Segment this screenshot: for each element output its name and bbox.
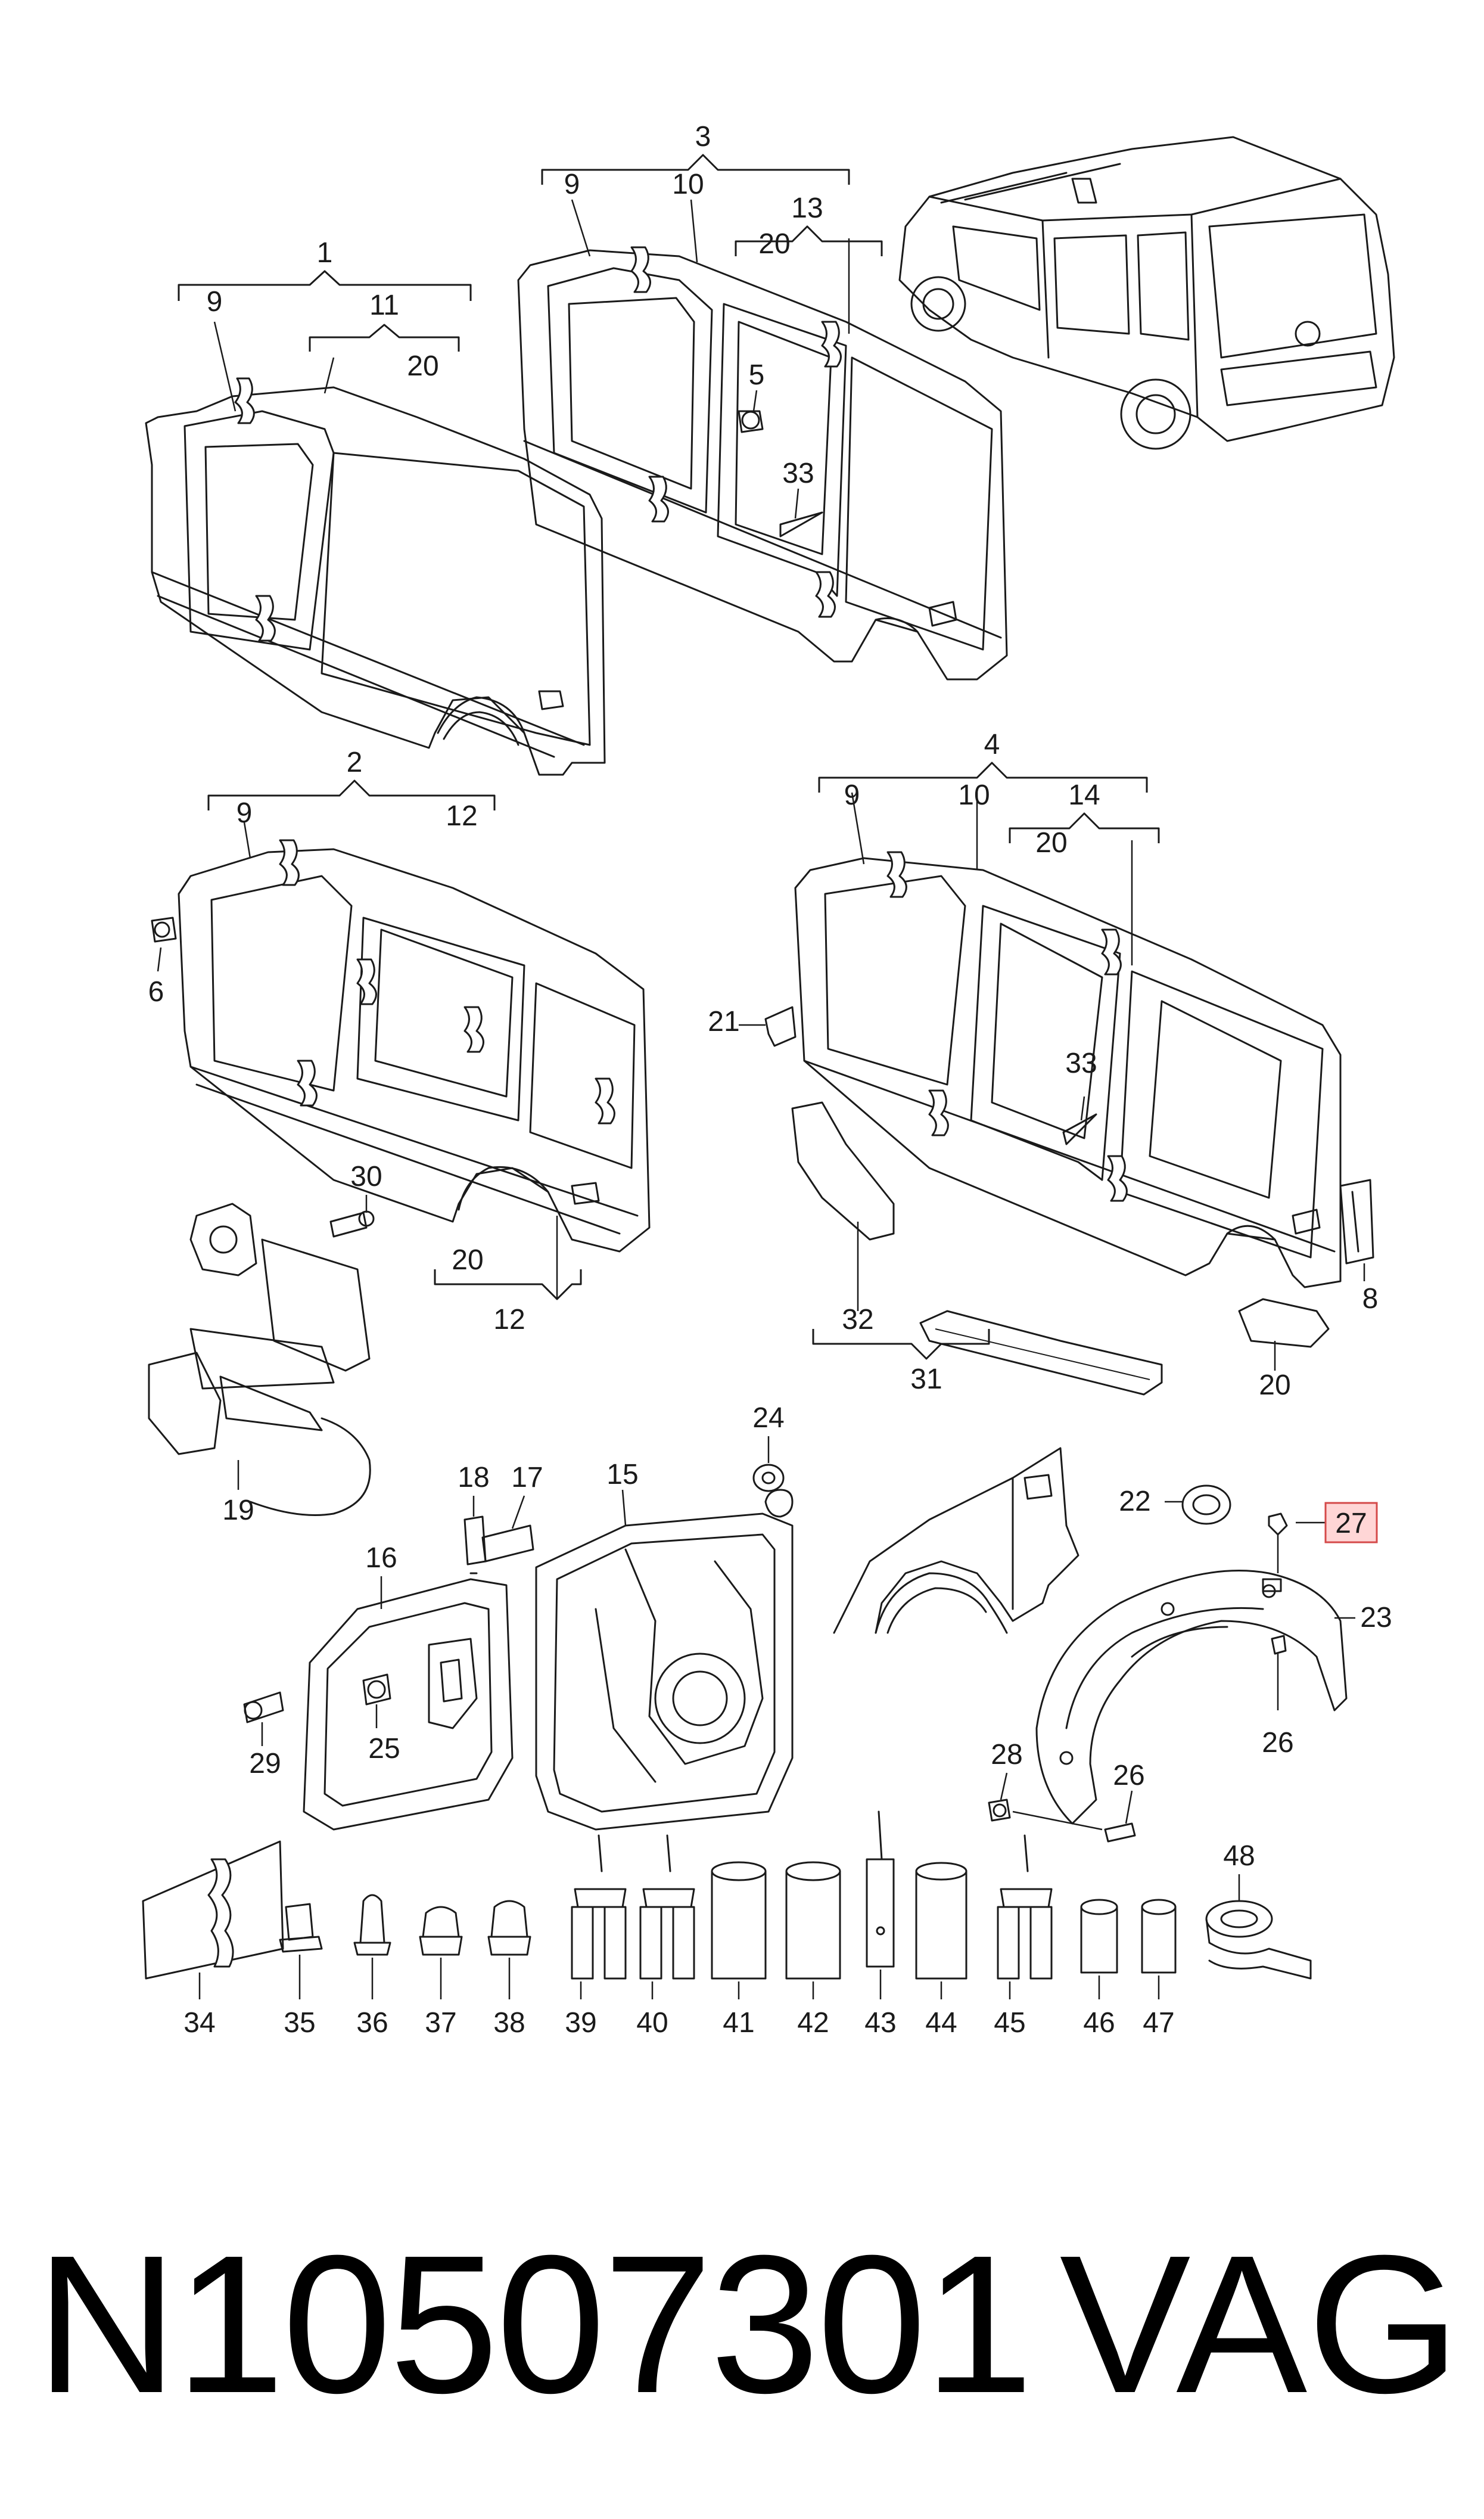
callout-20: 20 bbox=[452, 1244, 483, 1276]
callout-33: 33 bbox=[1065, 1048, 1097, 1079]
callout-34: 34 bbox=[183, 2007, 215, 2039]
callout-30: 30 bbox=[350, 1161, 382, 1192]
fuel-flap-lock-assembly bbox=[148, 1195, 375, 1516]
callout-19: 19 bbox=[222, 1495, 254, 1526]
highlight-box-27 bbox=[1324, 1502, 1378, 1543]
side-panel-assembly-1 bbox=[145, 270, 606, 776]
side-panel-assembly-4 bbox=[739, 762, 1374, 1396]
callout-27-highlighted[interactable]: 27 bbox=[1335, 1508, 1367, 1539]
callout-42: 42 bbox=[797, 2007, 829, 2039]
callout-35: 35 bbox=[284, 2007, 315, 2039]
wheel-housing-liner bbox=[988, 1484, 1378, 1843]
callout-6: 6 bbox=[148, 976, 164, 1008]
callout-18: 18 bbox=[458, 1462, 489, 1493]
exploded-parts-diagram: 1 9 11 20 3 9 10 13 20 5 33 bbox=[142, 121, 1395, 2039]
callout-20: 20 bbox=[758, 228, 790, 260]
callout-33: 33 bbox=[782, 458, 814, 489]
fuel-filler-housing bbox=[535, 1436, 794, 1831]
callout-39: 39 bbox=[565, 2007, 596, 2039]
callout-9: 9 bbox=[844, 779, 860, 811]
callout-16: 16 bbox=[365, 1542, 397, 1574]
callout-38: 38 bbox=[493, 2007, 525, 2039]
callout-20: 20 bbox=[407, 350, 438, 382]
callout-1: 1 bbox=[317, 237, 333, 269]
callout-31: 31 bbox=[910, 1363, 942, 1395]
callout-12: 12 bbox=[493, 1304, 525, 1335]
callout-45: 45 bbox=[994, 2007, 1025, 2039]
callout-9: 9 bbox=[207, 286, 223, 318]
callout-8: 8 bbox=[1362, 1283, 1379, 1315]
callout-26: 26 bbox=[1262, 1727, 1293, 1759]
callout-17: 17 bbox=[511, 1462, 543, 1493]
callout-4: 4 bbox=[984, 729, 1000, 760]
callout-25: 25 bbox=[368, 1733, 400, 1765]
callout-41: 41 bbox=[723, 2007, 754, 2039]
callout-2: 2 bbox=[347, 747, 363, 778]
callout-22: 22 bbox=[1119, 1486, 1150, 1517]
callout-20: 20 bbox=[1259, 1369, 1290, 1401]
side-panel-assembly-3 bbox=[517, 154, 1008, 681]
rear-wheel-arch-panel bbox=[833, 1447, 1079, 1634]
callout-29: 29 bbox=[249, 1748, 281, 1779]
callout-26: 26 bbox=[1113, 1760, 1144, 1791]
callout-24: 24 bbox=[752, 1402, 784, 1434]
vehicle-illustration bbox=[898, 136, 1395, 450]
footer: N10507301 VAG bbox=[0, 2205, 1484, 2461]
callout-44: 44 bbox=[925, 2007, 957, 2039]
callout-5: 5 bbox=[749, 359, 765, 391]
callout-37: 37 bbox=[425, 2007, 456, 2039]
callout-23: 23 bbox=[1360, 1602, 1392, 1633]
callout-9: 9 bbox=[564, 169, 580, 200]
callout-10: 10 bbox=[672, 169, 704, 200]
callout-32: 32 bbox=[842, 1304, 873, 1335]
callout-43: 43 bbox=[864, 2007, 896, 2039]
callout-40: 40 bbox=[636, 2007, 668, 2039]
callout-9: 9 bbox=[237, 797, 253, 829]
brand-label: VAG bbox=[1059, 2214, 1460, 2434]
callout-3: 3 bbox=[695, 121, 711, 153]
callout-28: 28 bbox=[991, 1739, 1022, 1771]
consumables-row bbox=[142, 1810, 1312, 1999]
callout-10: 10 bbox=[958, 779, 990, 811]
callout-46: 46 bbox=[1083, 2007, 1115, 2039]
callout-13: 13 bbox=[791, 192, 823, 224]
callout-21: 21 bbox=[708, 1006, 739, 1038]
callout-47: 47 bbox=[1143, 2007, 1174, 2039]
callout-20: 20 bbox=[1035, 827, 1067, 859]
callout-12: 12 bbox=[446, 800, 477, 832]
fuel-flap-assembly bbox=[243, 1495, 534, 1831]
callout-14: 14 bbox=[1068, 779, 1100, 811]
callout-36: 36 bbox=[356, 2007, 388, 2039]
part-number: N10507301 bbox=[36, 2214, 1034, 2434]
callout-11: 11 bbox=[369, 290, 399, 321]
callout-15: 15 bbox=[606, 1459, 638, 1490]
side-panel-assembly-2 bbox=[151, 779, 651, 1300]
callout-48: 48 bbox=[1223, 1840, 1255, 1872]
